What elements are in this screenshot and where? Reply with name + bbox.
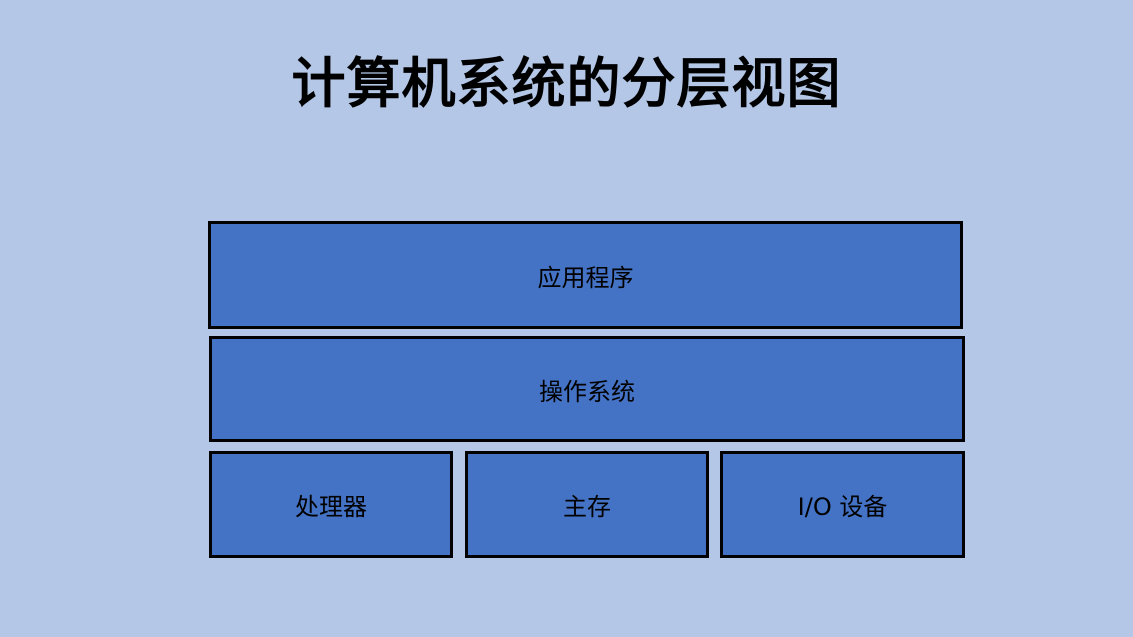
layer-applications: 应用程序 xyxy=(208,221,963,329)
layer-io-devices: I/O 设备 xyxy=(720,451,965,558)
layer-label: 处理器 xyxy=(295,493,367,521)
diagram-title: 计算机系统的分层视图 xyxy=(291,52,842,115)
layer-main-memory: 主存 xyxy=(465,451,709,558)
layer-label: I/O 设备 xyxy=(797,493,888,521)
layer-label: 操作系统 xyxy=(539,377,635,406)
layer-processor: 处理器 xyxy=(209,451,453,558)
layer-label: 应用程序 xyxy=(537,263,634,292)
layer-operating-system: 操作系统 xyxy=(209,336,965,442)
layer-label: 主存 xyxy=(563,493,611,521)
